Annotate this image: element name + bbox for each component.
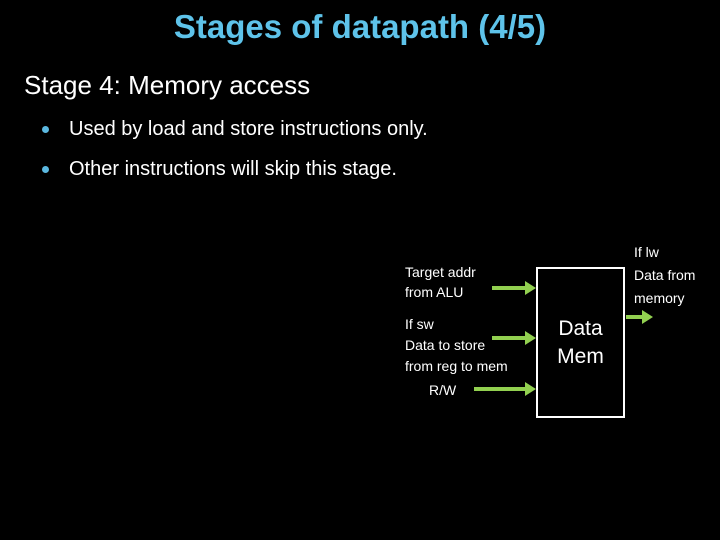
store-data-arrow-icon [492,331,536,345]
load-output-label: If lw Data from memory [634,241,695,310]
arrow-head [525,281,536,295]
bullet-item: Used by load and store instructions only… [40,116,428,143]
arrow-shaft [492,336,525,340]
arrow-head [525,331,536,345]
arrow-shaft [492,286,525,290]
arrow-shaft [474,387,525,391]
arrow-head [642,310,653,324]
target-addr-label-line2: from ALU [405,284,464,300]
bullet-list: Used by load and store instructions only… [40,116,428,196]
load-output-label-line1: If lw [634,244,659,260]
bullet-item: Other instructions will skip this stage. [40,156,428,183]
target-addr-arrow-icon [492,281,536,295]
target-addr-label: Target addr from ALU [405,262,476,302]
read-write-arrow-icon [474,382,536,396]
store-data-label-line3: from reg to mem [405,358,508,374]
slide-subtitle: Stage 4: Memory access [24,70,311,100]
data-memory-box-line1: Data [558,316,603,340]
slide-title: Stages of datapath (4/5) [173,8,547,45]
memory-output-arrow-icon [626,310,653,324]
load-output-label-line2: Data from [634,267,696,283]
bullet-text: Used by load and store instructions only… [69,118,428,140]
arrow-head [525,382,536,396]
data-memory-box: Data Mem [536,267,625,418]
store-data-label-line1: If sw [405,316,434,332]
target-addr-label-line1: Target addr [405,264,476,280]
read-write-label: R/W [429,382,457,398]
bullet-dot-icon [42,166,49,173]
store-data-label: If sw Data to store from reg to mem [405,314,508,377]
bullet-text: Other instructions will skip this stage. [69,158,397,180]
arrow-shaft [626,315,642,319]
data-memory-box-line2: Mem [557,344,604,368]
bullet-dot-icon [42,126,49,133]
store-data-label-line2: Data to store [405,337,486,353]
load-output-label-line3: memory [634,290,685,306]
